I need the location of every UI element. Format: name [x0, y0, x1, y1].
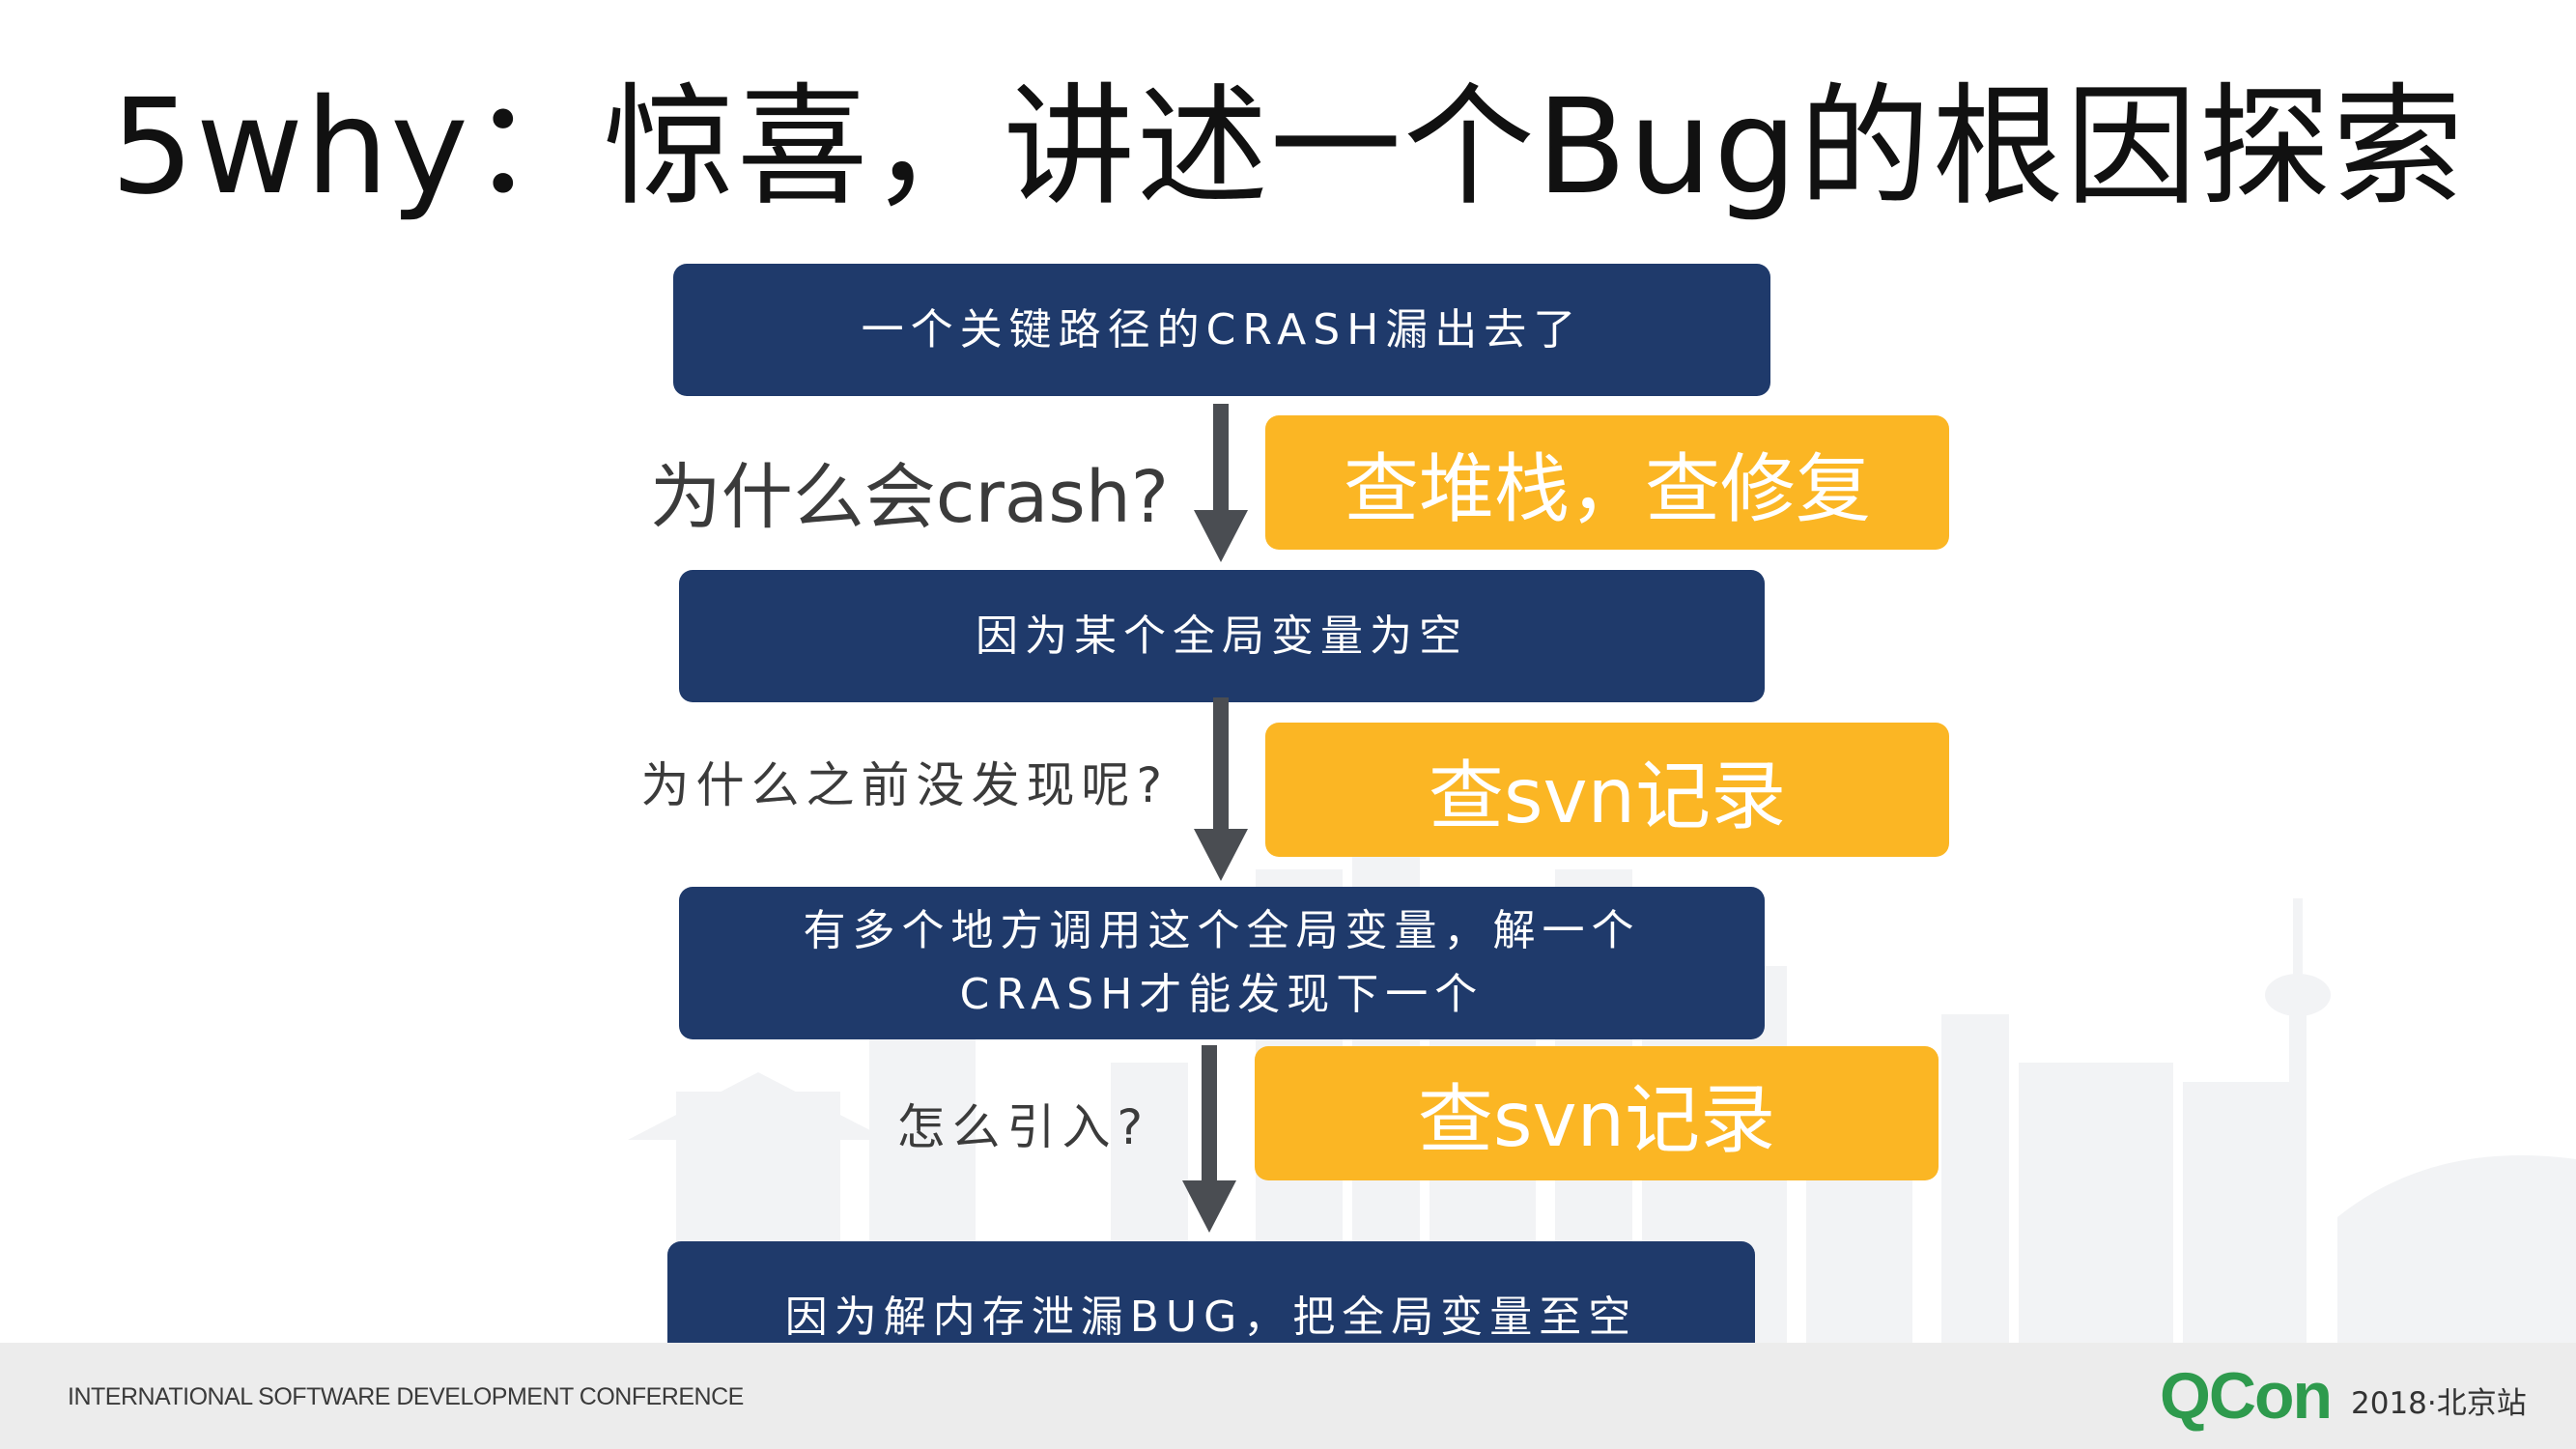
- down-arrow-3: [1182, 1045, 1236, 1233]
- edition-label: 2018·北京站: [2351, 1386, 2527, 1421]
- slide-title: 5why：惊喜，讲述一个Bug的根因探索: [110, 71, 2466, 224]
- down-arrow-2: [1194, 697, 1248, 881]
- question-2: 为什么之前没发现呢?: [640, 757, 1169, 813]
- down-arrow-1: [1194, 404, 1248, 562]
- answer-box-2: 查svn记录: [1265, 723, 1949, 857]
- footer-band: [0, 1343, 2576, 1449]
- answer-box-1: 查堆栈，查修复: [1265, 415, 1949, 550]
- step-box-1: 一个关键路径的CRASH漏出去了: [673, 264, 1770, 396]
- question-1: 为什么会crash?: [649, 456, 1169, 539]
- answer-box-3: 查svn记录: [1255, 1046, 1939, 1180]
- question-3: 怎么引入?: [896, 1099, 1149, 1155]
- step-box-2: 因为某个全局变量为空: [679, 570, 1765, 702]
- conference-name: INTERNATIONAL SOFTWARE DEVELOPMENT CONFE…: [68, 1383, 744, 1410]
- step-box-3: 有多个地方调用这个全局变量，解一个CRASH才能发现下一个: [679, 887, 1765, 1039]
- qcon-logo: QCon: [2160, 1359, 2333, 1433]
